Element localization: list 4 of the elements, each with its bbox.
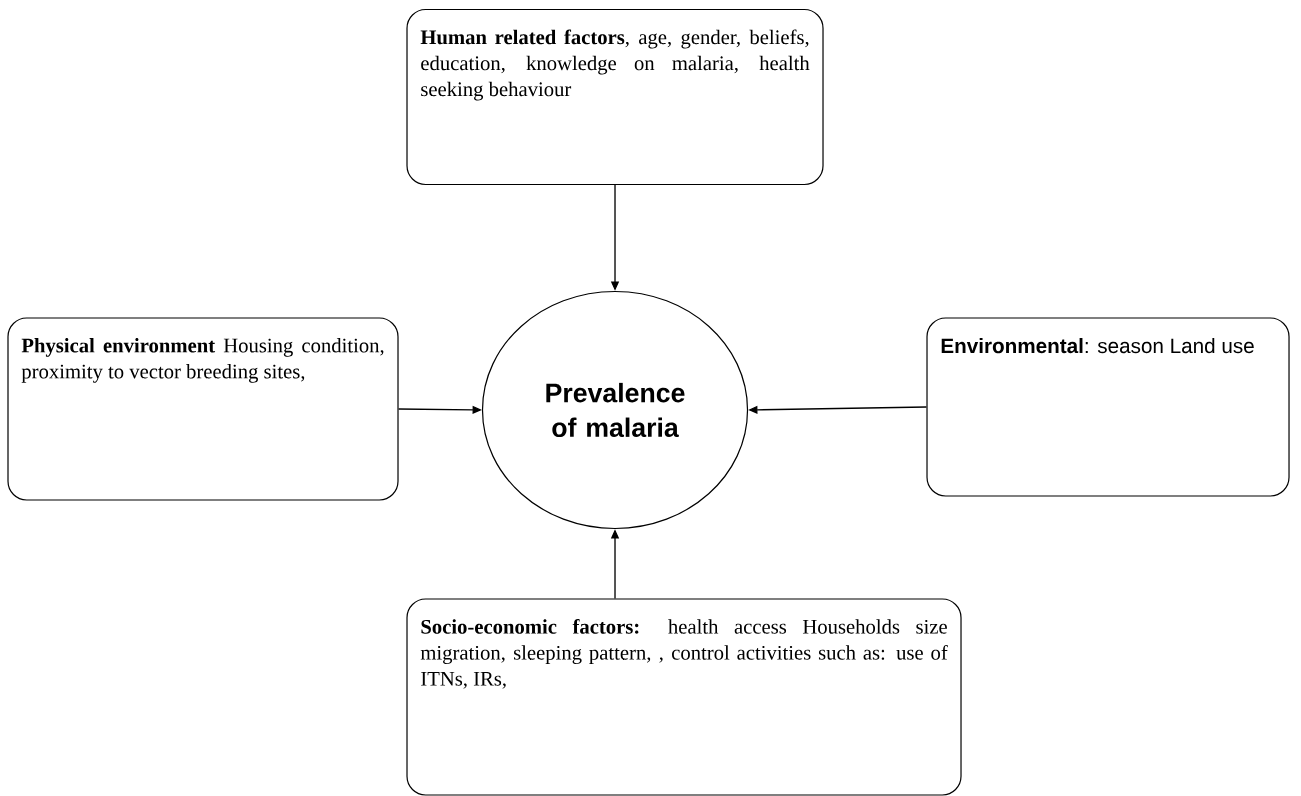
factor-box: Environmental: season Land use xyxy=(926,317,1290,497)
factor-box: Socio-economic factors: health access Households size migration, sleeping pattern, , control activities such as: use of ITNs, IRs, xyxy=(406,598,962,796)
factor-box: Physical environment Housing condition, proximity to vector breeding sites, xyxy=(7,317,399,501)
factor-box: Human related factors, age, gender, beliefs, education, knowledge on malaria, health seeking behaviour xyxy=(406,8,824,186)
